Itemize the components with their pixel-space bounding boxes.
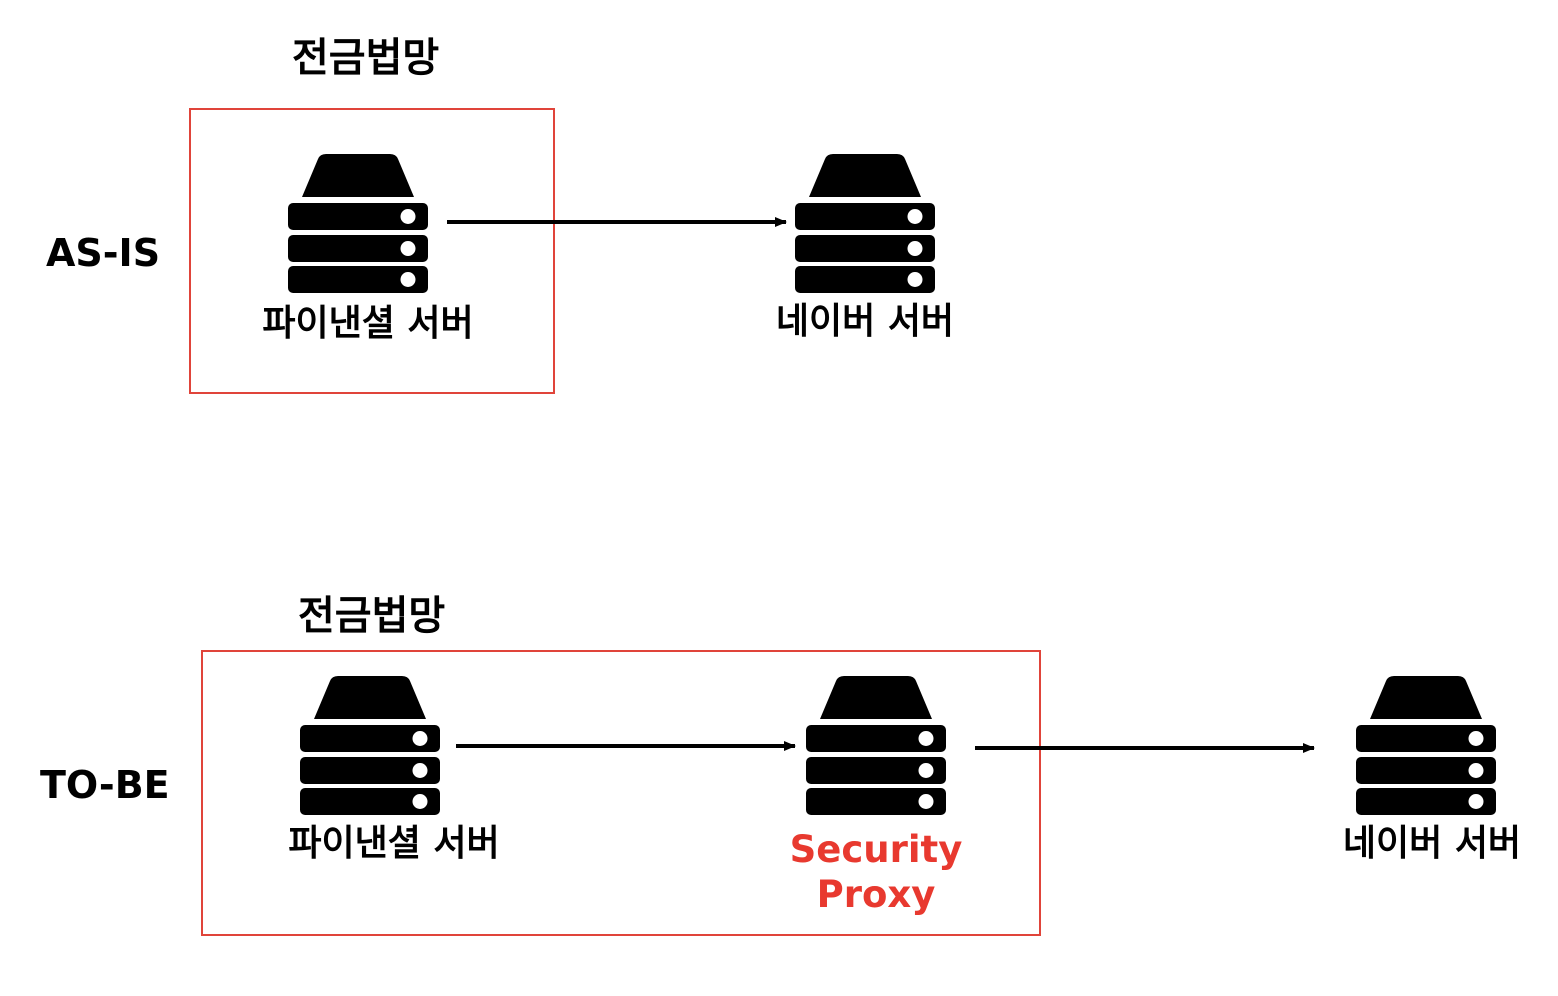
to-be-proxy-server-icon bbox=[806, 675, 946, 815]
to-be-zone-box bbox=[201, 650, 1041, 936]
as-is-source-server-label: 파이낸셜 서버 bbox=[262, 303, 474, 344]
to-be-zone-title: 전금법망 bbox=[298, 593, 446, 639]
to-be-target-server-icon bbox=[1356, 675, 1496, 815]
to-be-proxy-label: Security Proxy bbox=[756, 827, 996, 917]
as-is-source-server-icon bbox=[288, 153, 428, 293]
as-is-zone-box bbox=[189, 108, 555, 394]
to-be-target-server-label: 네이버 서버 bbox=[1342, 823, 1522, 864]
to-be-proxy-label-line2: Proxy bbox=[816, 873, 936, 917]
as-is-row-label: AS-IS bbox=[46, 231, 161, 275]
as-is-zone-title: 전금법망 bbox=[292, 35, 440, 81]
as-is-target-server-icon bbox=[795, 153, 935, 293]
to-be-proxy-label-line1: Security bbox=[789, 828, 963, 871]
to-be-row-label: TO-BE bbox=[40, 763, 170, 807]
to-be-source-server-icon bbox=[300, 675, 440, 815]
as-is-target-server-label: 네이버 서버 bbox=[775, 301, 955, 342]
to-be-source-server-label: 파이낸셜 서버 bbox=[288, 823, 500, 864]
